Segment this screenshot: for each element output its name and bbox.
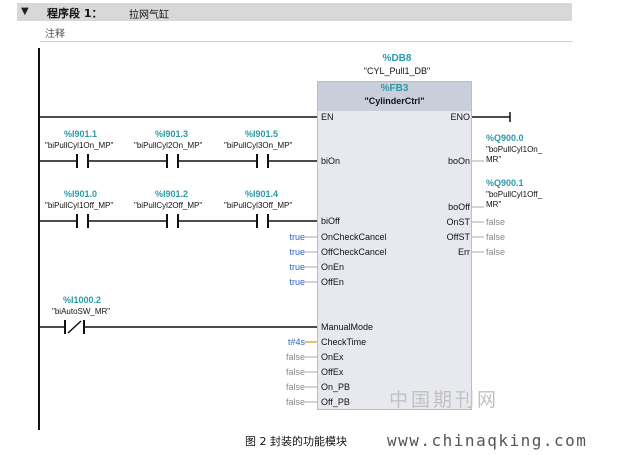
- pin-eno[interactable]: ENO: [450, 112, 470, 122]
- db-name[interactable]: "CYL_Pull1_DB": [363, 66, 431, 76]
- operand-boon-address[interactable]: %Q900.0: [486, 133, 524, 143]
- pin-offcheckcancel[interactable]: OffCheckCancel: [321, 247, 387, 257]
- contact-manual-slash: [67, 320, 82, 334]
- pin-offen[interactable]: OffEn: [321, 277, 344, 287]
- value-checktime[interactable]: t#4s: [287, 337, 305, 347]
- pin-en[interactable]: EN: [321, 112, 334, 122]
- pin-checktime[interactable]: CheckTime: [321, 337, 367, 347]
- pin-bioff[interactable]: biOff: [321, 216, 340, 226]
- watermark-cn: 中国期刊网: [389, 389, 500, 411]
- operand-boon-symbol-1[interactable]: "boPullCyl1On_: [486, 145, 543, 154]
- value-onex[interactable]: false: [285, 352, 305, 362]
- pin-err[interactable]: Err: [458, 247, 470, 257]
- contact-off-1-address[interactable]: %I901.0: [64, 189, 98, 199]
- pin-offst[interactable]: OffST: [446, 232, 470, 242]
- operand-boon-symbol-2[interactable]: MR": [486, 155, 502, 164]
- function-block[interactable]: %FB3 "CylinderCtrl": [317, 81, 472, 410]
- value-oncheckcancel[interactable]: true: [289, 232, 305, 242]
- contact-on-3-symbol[interactable]: "biPullCyl3On_MP": [224, 141, 293, 150]
- contact-off-2-address[interactable]: %I901.2: [155, 189, 189, 199]
- network-comment[interactable]: 注释: [45, 29, 65, 40]
- pin-manualmode[interactable]: ManualMode: [321, 322, 374, 332]
- value-err[interactable]: false: [486, 247, 506, 257]
- contact-off-3-address[interactable]: %I901.4: [245, 189, 279, 199]
- value-on-pb[interactable]: false: [285, 382, 305, 392]
- pin-booff[interactable]: boOff: [448, 202, 470, 212]
- pin-bion[interactable]: biOn: [321, 156, 341, 166]
- contact-on-1-symbol[interactable]: "biPullCyl1On_MP": [45, 141, 114, 150]
- fb-name: "CylinderCtrl": [364, 96, 425, 106]
- network-name[interactable]: 拉网气缸: [129, 10, 169, 21]
- watermark-url: www.chinaqking.com: [387, 431, 588, 450]
- block-header: %FB3 "CylinderCtrl": [318, 82, 471, 111]
- pin-off-pb[interactable]: Off_PB: [321, 397, 350, 407]
- pin-onex[interactable]: OnEx: [321, 352, 344, 362]
- contact-off-2-symbol[interactable]: "biPullCyl2Off_MP": [134, 201, 203, 210]
- power-rail: [38, 48, 40, 430]
- value-offen[interactable]: true: [289, 277, 305, 287]
- fb-address: %FB3: [380, 83, 409, 94]
- value-offst[interactable]: false: [486, 232, 506, 242]
- pin-onst[interactable]: OnST: [446, 217, 470, 227]
- contact-on-2-symbol[interactable]: "biPullCyl2On_MP": [134, 141, 203, 150]
- value-onen[interactable]: true: [289, 262, 305, 272]
- pin-offex[interactable]: OffEx: [321, 367, 344, 377]
- pin-onen[interactable]: OnEn: [321, 262, 345, 272]
- db-address[interactable]: %DB8: [382, 53, 412, 64]
- operand-booff-symbol-2[interactable]: MR": [486, 200, 502, 209]
- pin-boon[interactable]: boOn: [447, 156, 470, 166]
- contact-off-1-symbol[interactable]: "biPullCyl1Off_MP": [45, 201, 114, 210]
- triangle-down-icon[interactable]: ▼: [21, 6, 29, 17]
- contact-on-1-address[interactable]: %I901.1: [64, 129, 98, 139]
- operand-booff-symbol-1[interactable]: "boPullCyl1Off_: [486, 190, 543, 199]
- network-title: 程序段 1：: [47, 7, 103, 20]
- value-offex[interactable]: false: [285, 367, 305, 377]
- header-divider: [40, 41, 573, 42]
- network-header[interactable]: ▼ 程序段 1： 拉网气缸: [17, 3, 572, 21]
- value-off-pb[interactable]: false: [285, 397, 305, 407]
- value-onst[interactable]: false: [486, 217, 506, 227]
- contact-on-3-address[interactable]: %I901.5: [245, 129, 279, 139]
- contact-off-3-symbol[interactable]: "biPullCyl3Off_MP": [224, 201, 293, 210]
- contact-manual-symbol[interactable]: "biAutoSW_MR": [52, 307, 111, 316]
- contact-manual-address[interactable]: %I1000.2: [63, 295, 102, 305]
- pin-oncheckcancel[interactable]: OnCheckCancel: [321, 232, 387, 242]
- operand-booff-address[interactable]: %Q900.1: [486, 178, 524, 188]
- value-offcheckcancel[interactable]: true: [289, 247, 305, 257]
- figure-caption: 图 2 封装的功能模块: [245, 435, 347, 448]
- pin-on-pb[interactable]: On_PB: [321, 382, 351, 392]
- contact-on-2-address[interactable]: %I901.3: [155, 129, 189, 139]
